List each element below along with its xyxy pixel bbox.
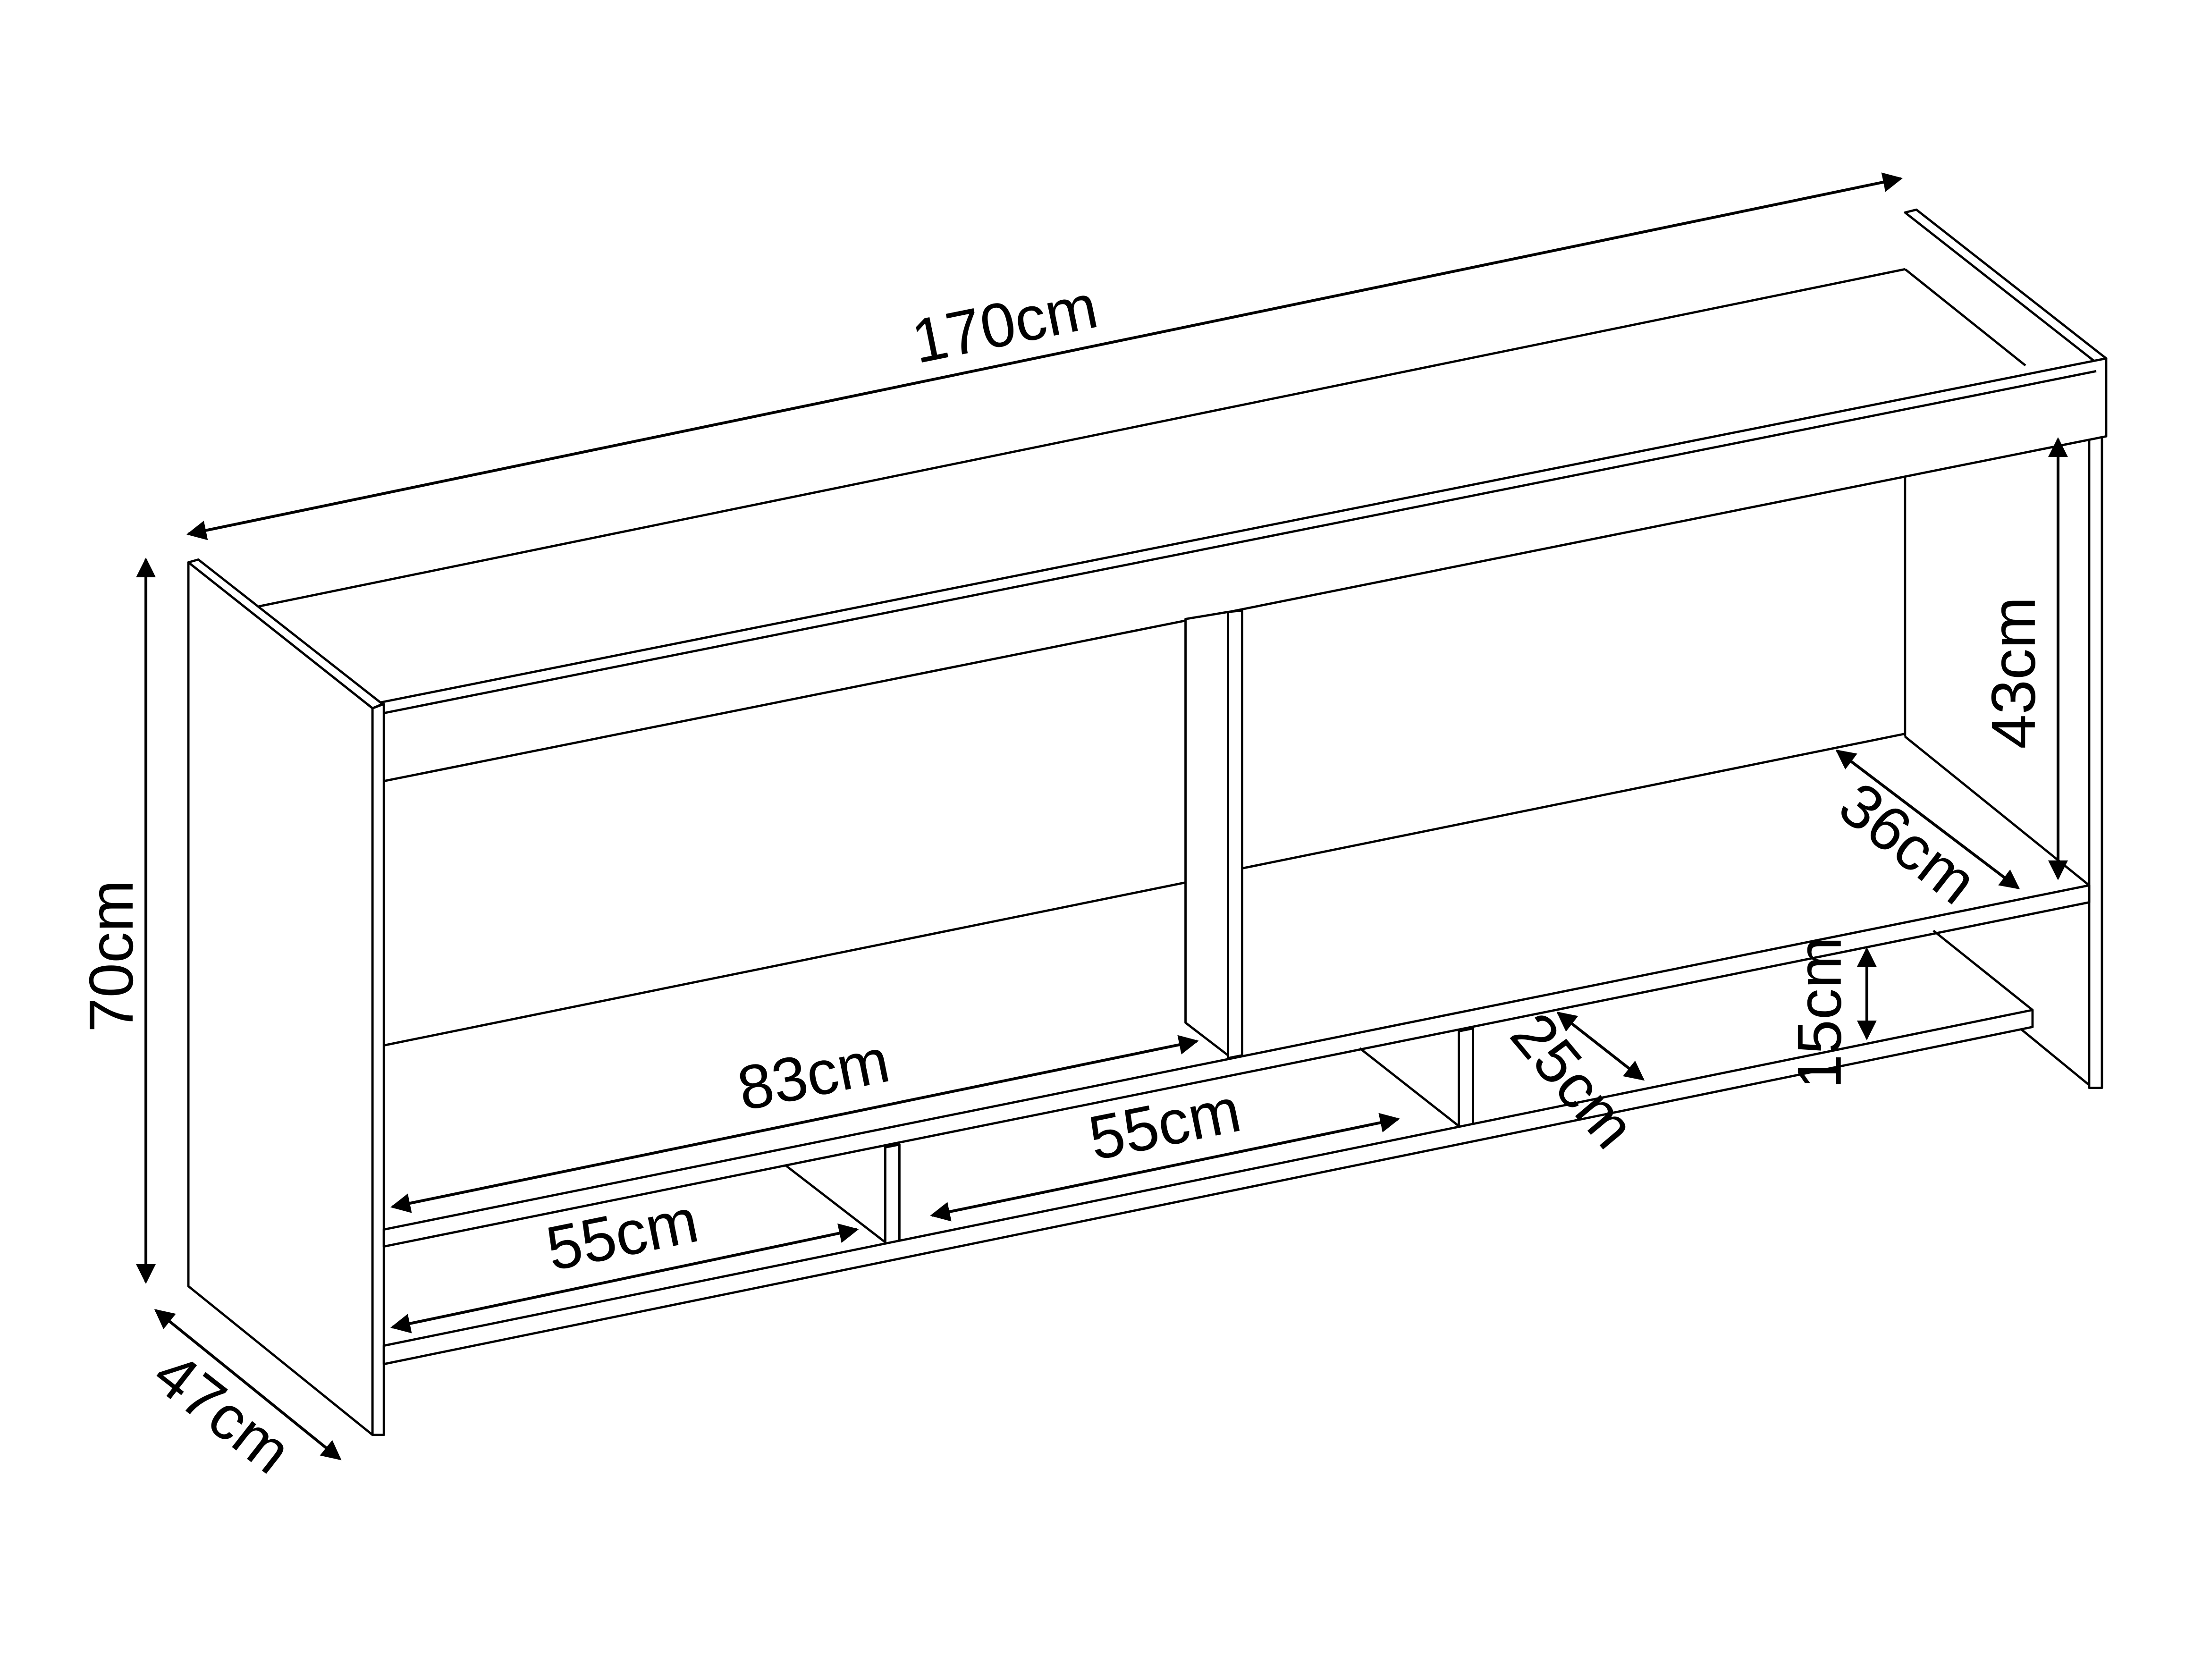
lower-divider-left-top <box>785 1165 886 1243</box>
lower-divider-right <box>1458 1027 1475 1131</box>
label-upper-height: 43cm <box>1978 597 2048 749</box>
lower-divider-left <box>884 1143 901 1247</box>
upper-width-arrow <box>390 1035 1199 1213</box>
label-lower-height: 15cm <box>1784 937 1854 1089</box>
label-total-height: 70cm <box>76 880 146 1032</box>
left-panel-front <box>371 703 385 1436</box>
lower-middle-width-arrow <box>930 1113 1400 1222</box>
width-arrow <box>186 172 1903 540</box>
lower-depth-arrow <box>1556 1011 1645 1081</box>
lower-shelf-right-edge <box>1932 929 2034 1011</box>
label-total-width: 170cm <box>906 270 1103 376</box>
lower-left-width-arrow <box>390 1223 859 1334</box>
right-panel-bottom <box>2017 1026 2090 1086</box>
right-panel-front <box>2088 435 2103 1089</box>
upper-shelf-back-right <box>1242 733 1906 870</box>
right-panel-top <box>1904 208 2108 364</box>
dimension-arrows <box>136 172 2068 1461</box>
middle-divider-front <box>1227 609 1243 1059</box>
shelf-depth-arrow <box>1835 749 2020 890</box>
label-shelf-depth: 36cm <box>1827 768 1990 917</box>
shelf-unit <box>187 208 2108 1436</box>
middle-divider <box>1184 610 1229 1056</box>
right-panel-inner-edge <box>1904 268 2026 367</box>
left-panel <box>187 561 374 1436</box>
lower-divider-right-top <box>1359 1047 1460 1127</box>
depth-arrow <box>154 1309 342 1461</box>
upper-shelf-back-left <box>383 881 1186 1047</box>
